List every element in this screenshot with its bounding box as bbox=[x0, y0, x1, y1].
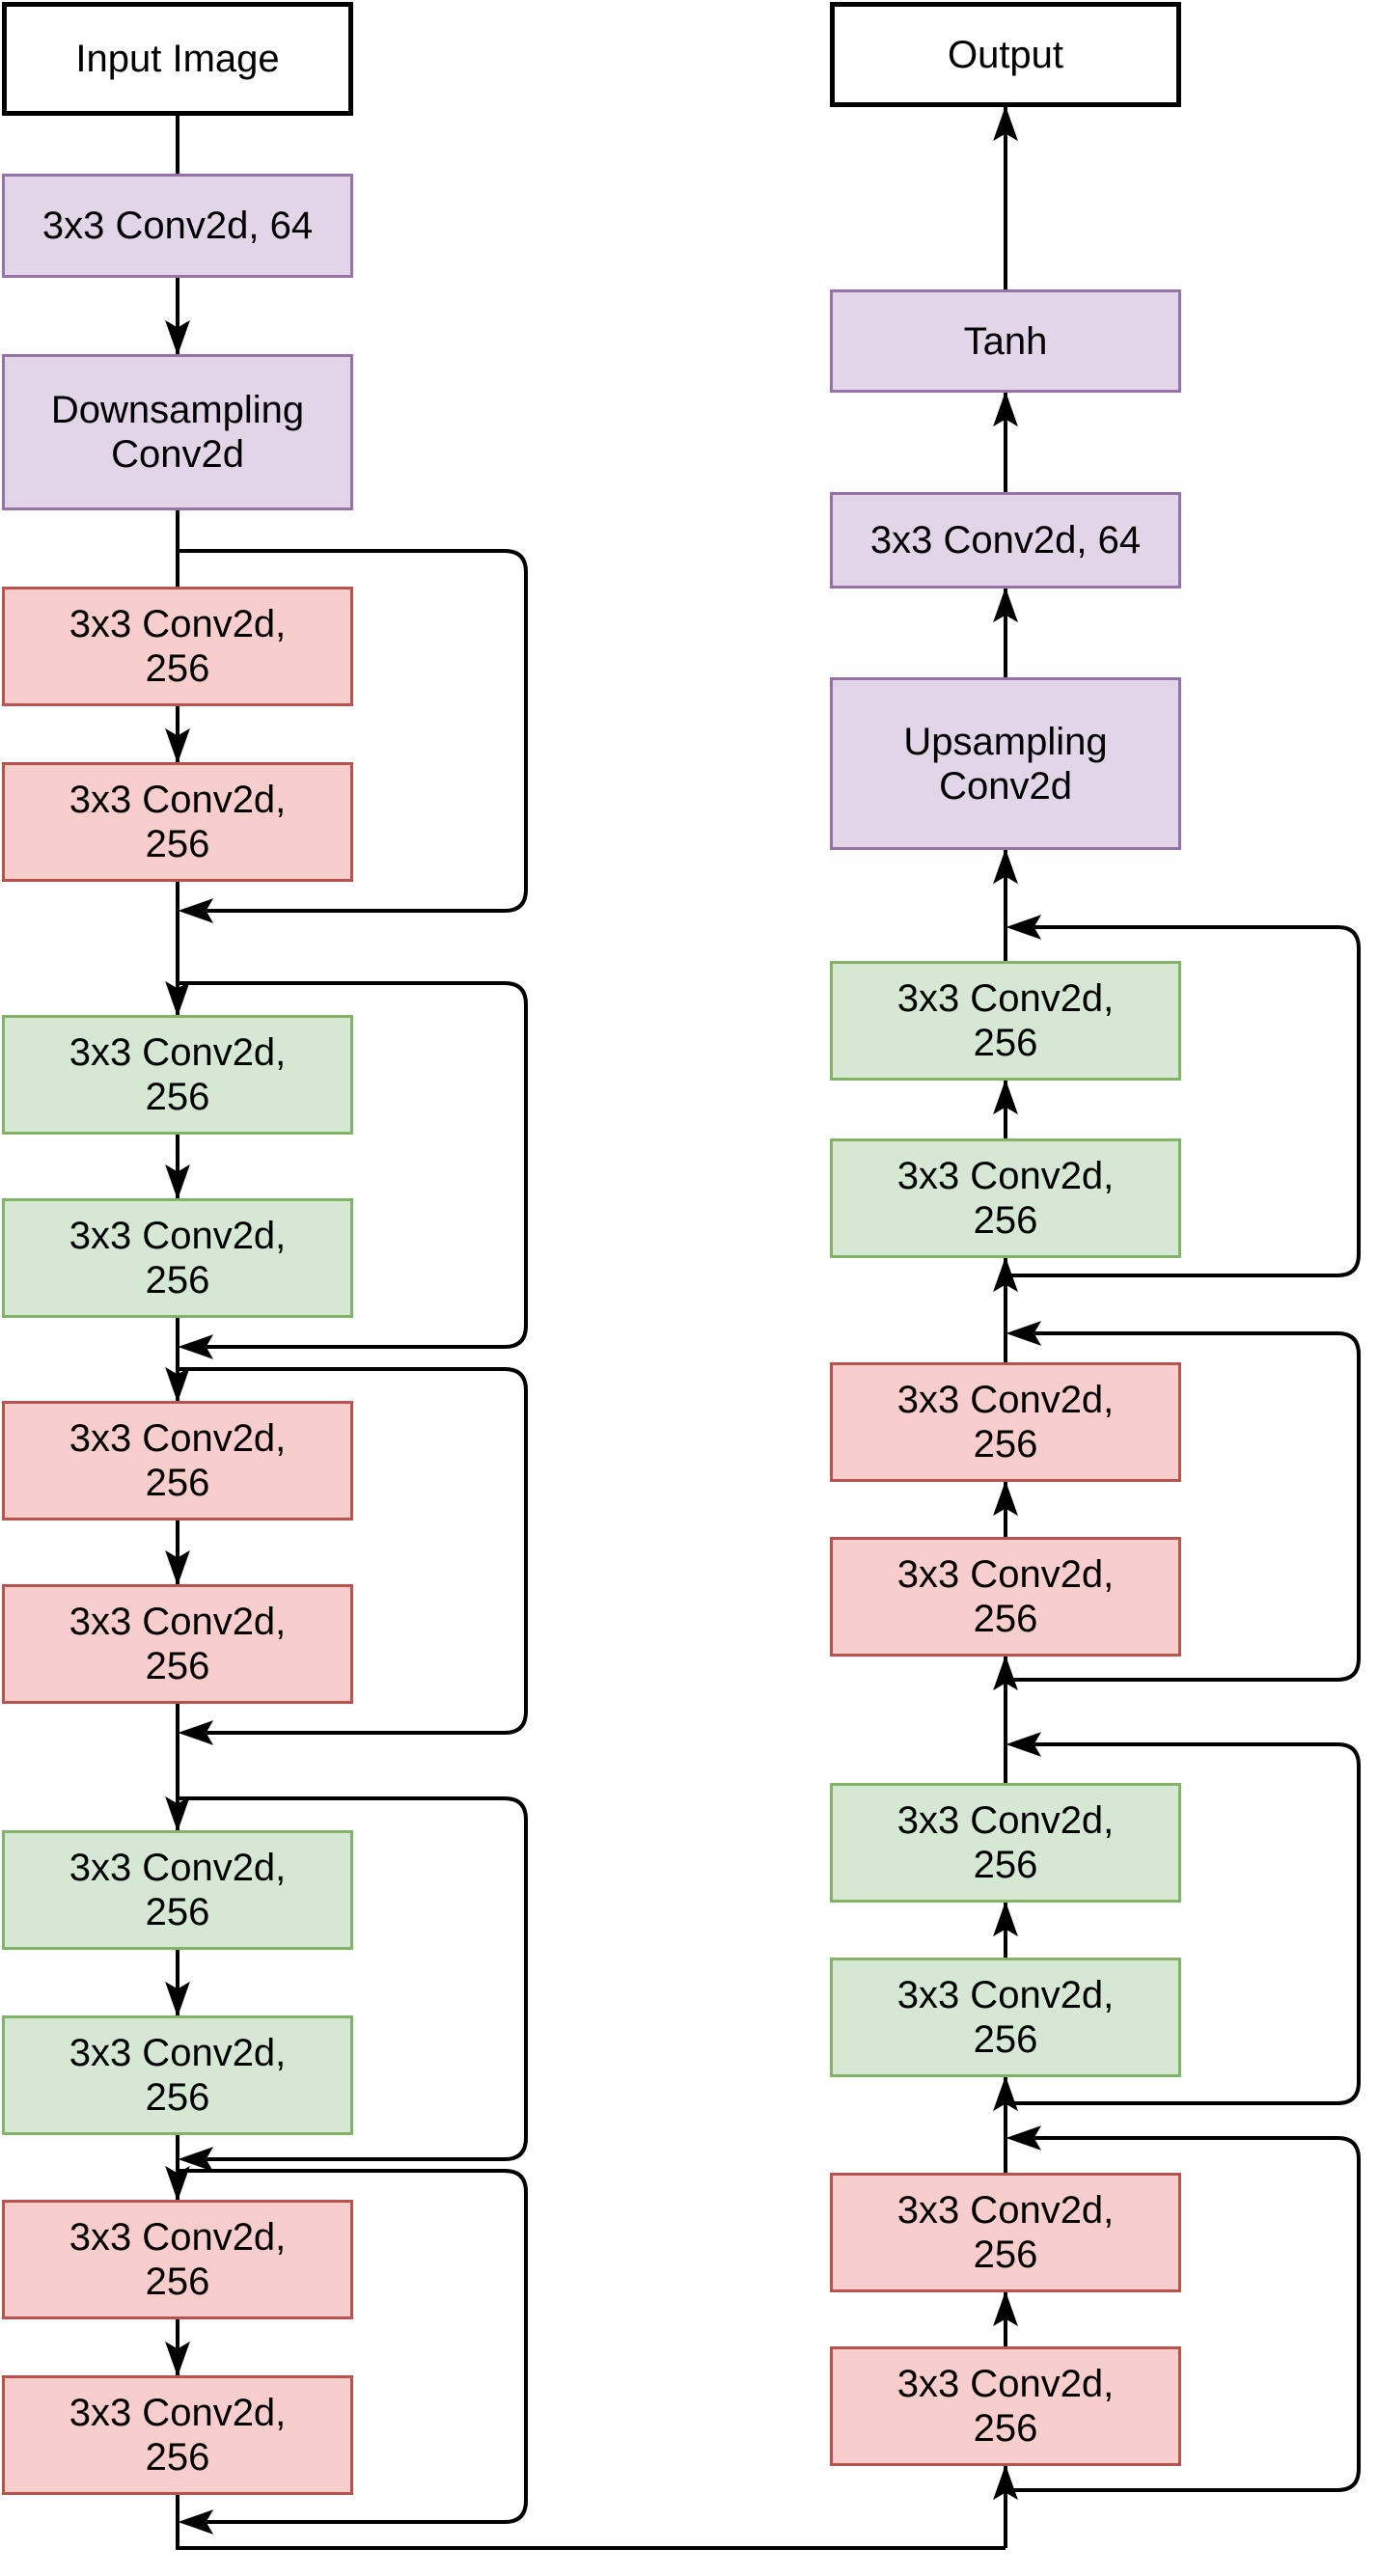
node-right-res3-conv2: 3x3 Conv2d, 256 bbox=[830, 1537, 1181, 1657]
node-right-output: Output bbox=[830, 2, 1181, 107]
node-left-res1-conv1: 3x3 Conv2d, 256 bbox=[2, 587, 353, 706]
node-left-downsampling: Downsampling Conv2d bbox=[2, 354, 353, 510]
node-left-input-image: Input Image bbox=[2, 2, 353, 116]
node-right-tanh: Tanh bbox=[830, 289, 1181, 393]
node-left-res3-conv1: 3x3 Conv2d, 256 bbox=[2, 1401, 353, 1521]
node-left-res4-conv2: 3x3 Conv2d, 256 bbox=[2, 2015, 353, 2135]
node-right-res4-conv1: 3x3 Conv2d, 256 bbox=[830, 961, 1181, 1081]
node-right-conv64: 3x3 Conv2d, 64 bbox=[830, 492, 1181, 589]
node-right-res4-conv2: 3x3 Conv2d, 256 bbox=[830, 1138, 1181, 1258]
node-left-res2-conv1: 3x3 Conv2d, 256 bbox=[2, 1015, 353, 1135]
node-left-conv64: 3x3 Conv2d, 64 bbox=[2, 174, 353, 278]
node-left-res5-conv2: 3x3 Conv2d, 256 bbox=[2, 2375, 353, 2495]
node-left-res1-conv2: 3x3 Conv2d, 256 bbox=[2, 762, 353, 882]
node-right-res3-conv1: 3x3 Conv2d, 256 bbox=[830, 1362, 1181, 1482]
node-left-res4-conv1: 3x3 Conv2d, 256 bbox=[2, 1830, 353, 1950]
node-right-upsampling: Upsampling Conv2d bbox=[830, 677, 1181, 850]
node-right-res1-conv1: 3x3 Conv2d, 256 bbox=[830, 2173, 1181, 2292]
node-left-res2-conv2: 3x3 Conv2d, 256 bbox=[2, 1198, 353, 1318]
node-left-res3-conv2: 3x3 Conv2d, 256 bbox=[2, 1584, 353, 1704]
node-right-res2-conv1: 3x3 Conv2d, 256 bbox=[830, 1783, 1181, 1903]
node-right-res2-conv2: 3x3 Conv2d, 256 bbox=[830, 1958, 1181, 2077]
node-right-res1-conv2: 3x3 Conv2d, 256 bbox=[830, 2346, 1181, 2466]
node-left-res5-conv1: 3x3 Conv2d, 256 bbox=[2, 2200, 353, 2319]
